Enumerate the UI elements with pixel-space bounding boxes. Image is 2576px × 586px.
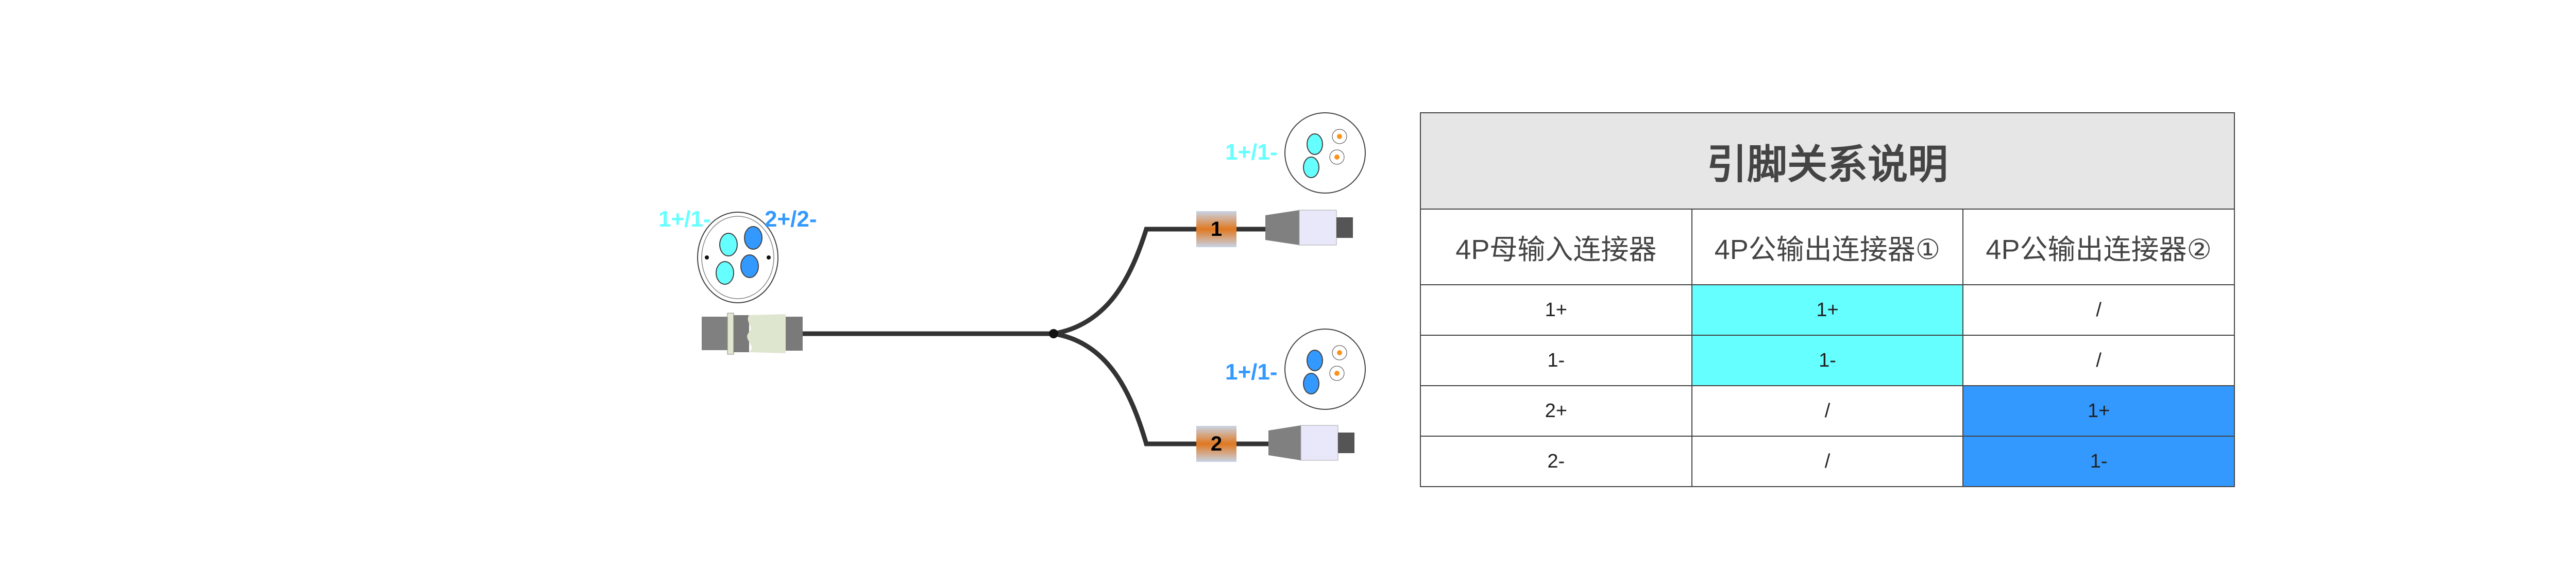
male-output-connector-2: [1268, 425, 1354, 461]
svg-text:1: 1: [1211, 218, 1222, 240]
header-output-2: 4P公输出连接器②: [1962, 209, 2235, 285]
female-input-connector: [702, 313, 803, 355]
cell: 1-: [1691, 335, 1964, 386]
header-output-1: 4P公输出连接器①: [1691, 209, 1964, 285]
input-pin-face: [697, 212, 778, 303]
input-label-cyan: 1+/1-: [658, 206, 711, 232]
cell: 2-: [1420, 436, 1692, 487]
table-title: 引脚关系说明: [1420, 112, 2235, 210]
tag-2: 2: [1196, 426, 1236, 462]
cell: 2+: [1420, 385, 1692, 437]
cell: 1-: [1962, 436, 2235, 487]
table-row: 1- 1- /: [1420, 335, 2235, 386]
header-input: 4P母输入连接器: [1420, 209, 1692, 285]
table-row: 1+ 1+ /: [1420, 284, 2235, 336]
male-output-connector-1: [1265, 210, 1353, 246]
table-row: 2+ / 1+: [1420, 385, 2235, 437]
svg-text:2: 2: [1211, 433, 1222, 455]
tag-1: 1: [1196, 211, 1236, 247]
cell: /: [1691, 385, 1964, 437]
output2-label: 1+/1-: [1225, 359, 1278, 385]
cell: 1-: [1420, 335, 1692, 386]
table-row: 2- / 1-: [1420, 436, 2235, 487]
cell: 1+: [1420, 284, 1692, 336]
cell: /: [1691, 436, 1964, 487]
cell: 1+: [1962, 385, 2235, 437]
cell: /: [1962, 335, 2235, 386]
cell: 1+: [1691, 284, 1964, 336]
output1-pin-face: [1284, 112, 1366, 194]
output1-label: 1+/1-: [1225, 140, 1278, 165]
cell: /: [1962, 284, 2235, 336]
output2-pin-face: [1284, 329, 1366, 410]
y-cable: [801, 227, 1291, 446]
input-label-blue: 2+/2-: [765, 206, 817, 232]
pin-mapping-table: 引脚关系说明 4P母输入连接器 4P公输出连接器① 4P公输出连接器② 1+ 1…: [1420, 112, 2235, 487]
